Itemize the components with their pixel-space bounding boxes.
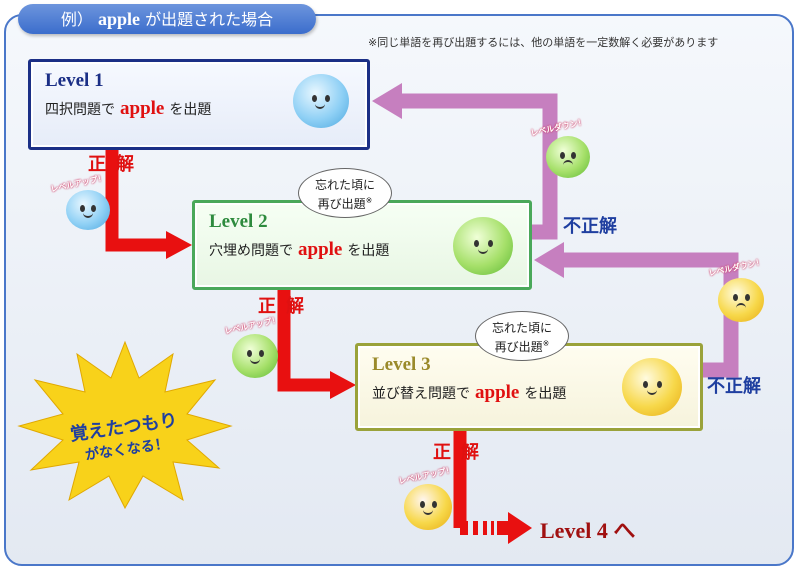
level-3-title: Level 3 xyxy=(372,354,431,375)
correct-arrow-head-2 xyxy=(330,371,356,399)
forgot-bubble-line2: 再び出題※ xyxy=(317,196,373,211)
correct-arrow-2 xyxy=(277,290,336,392)
correct-char-2: 解 xyxy=(286,296,304,317)
forgot-bubble-line1: 忘れた頃に xyxy=(491,321,552,335)
starburst-shape xyxy=(17,340,233,510)
green-slime-icon xyxy=(546,136,590,178)
correct-label-3: 正解 xyxy=(433,438,479,464)
level-2-title: Level 2 xyxy=(209,211,268,232)
incorrect-arrowhead-1 xyxy=(372,83,402,119)
correct-char-1: 正 xyxy=(258,296,276,317)
correct-char-2: 解 xyxy=(116,154,134,175)
blue-slime-icon xyxy=(66,190,110,230)
repeat-note: ※同じ単語を再び出題するには、他の単語を一定数解く必要があります xyxy=(368,36,719,49)
level-4-label: Level 4 へ xyxy=(540,518,636,543)
dash-4 xyxy=(491,521,494,535)
tab-suffix: が出題された場合 xyxy=(145,10,274,29)
level-1-desc-after: を出題 xyxy=(169,102,212,118)
level-3-desc-after: を出題 xyxy=(524,386,567,402)
incorrect-label-1: 不正解 xyxy=(563,216,617,237)
yellow-slime-icon xyxy=(718,278,764,322)
forgot-bubble-level2: 忘れた頃に 再び出題※ xyxy=(298,168,392,218)
correct-char-1: 正 xyxy=(433,442,451,463)
level-3-word: apple xyxy=(475,382,520,403)
tab-word: apple xyxy=(97,9,140,29)
forgot-bubble-line1: 忘れた頃に xyxy=(314,178,375,192)
level-1-title: Level 1 xyxy=(45,70,104,91)
dash-5 xyxy=(497,521,509,535)
dash-1 xyxy=(460,521,468,535)
dash-3 xyxy=(483,521,487,535)
correct-arrow-1 xyxy=(105,150,172,252)
level-2-desc-after: を出題 xyxy=(347,243,390,259)
correct-label-1: 正解 xyxy=(88,150,134,176)
blue-slime-icon xyxy=(293,74,349,128)
level-1-desc-before: 四択問題で xyxy=(45,102,115,118)
level-3-desc-before: 並び替え問題で xyxy=(372,386,470,402)
starburst xyxy=(17,340,233,510)
correct-arrowhead-1 xyxy=(166,231,192,259)
yellow-slime-icon xyxy=(622,358,682,416)
level-1-word: apple xyxy=(120,98,165,119)
tab-prefix: 例） xyxy=(60,10,93,29)
forgot-bubble-line2: 再び出題※ xyxy=(494,339,550,354)
green-slime-icon xyxy=(232,334,278,378)
green-slime-icon xyxy=(453,217,513,275)
incorrect-arrowhead-2 xyxy=(534,242,564,278)
level4-arrowhead xyxy=(508,512,532,544)
forgot-bubble-level3: 忘れた頃に 再び出題※ xyxy=(475,311,569,361)
incorrect-label-2: 不正解 xyxy=(707,376,761,397)
correct-label-2: 正解 xyxy=(258,292,304,318)
level-2-word: apple xyxy=(298,239,343,260)
correct-char-2: 解 xyxy=(461,442,479,463)
dash-2 xyxy=(473,521,478,535)
header-tab: 例） apple が出題された場合 xyxy=(18,4,316,34)
level-2-desc-before: 穴埋め問題で xyxy=(209,243,293,259)
yellow-slime-icon xyxy=(404,484,452,530)
correct-char-1: 正 xyxy=(88,154,106,175)
